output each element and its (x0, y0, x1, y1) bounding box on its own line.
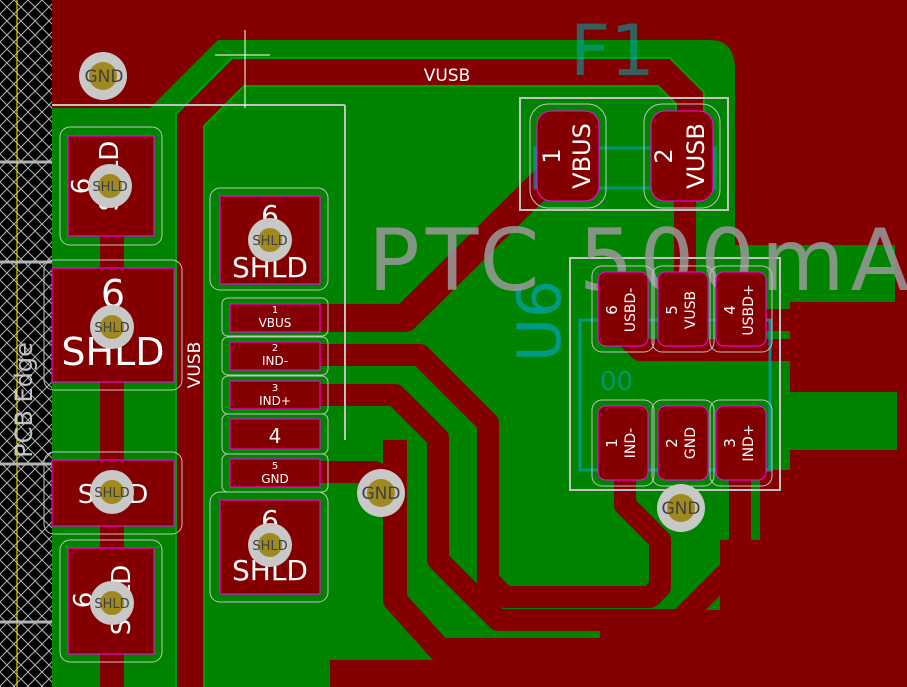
vusb-trace (175, 57, 705, 687)
via-label: GND (85, 67, 124, 87)
pad-number: 5 (272, 461, 278, 472)
u6-pad-1[interactable]: 1 IND- (591, 399, 655, 487)
u6-pad-5[interactable]: 5 VUSB (651, 265, 715, 353)
pad-net-name: VBUS (568, 123, 596, 189)
usb-signal-pad[interactable]: 5 GND (221, 453, 329, 493)
pad-net-name: GND (683, 427, 699, 459)
pad-number: 5 (663, 305, 681, 315)
pad-net-name: IND+ (741, 424, 757, 461)
pad-net-name: VBUS (259, 316, 292, 330)
u6-pad-3[interactable]: 3 IND+ (709, 399, 773, 487)
f1-fab-outline (533, 146, 717, 190)
pad-net-name: USBD+ (741, 284, 757, 335)
shield-drill-hole: SHLD (90, 581, 134, 625)
pad-net-name: IND- (262, 354, 288, 368)
u6-pad-6[interactable]: 6 USBD- (591, 265, 655, 353)
pad-number: 4 (269, 424, 282, 448)
svg-text:SHLD: SHLD (92, 180, 127, 195)
pad-net-name: USBD- (623, 288, 639, 333)
u6-pad-4[interactable]: 4 USBD+ (709, 265, 773, 353)
gnd-via[interactable]: GND (657, 484, 705, 532)
pad-number: 4 (721, 305, 739, 315)
pad-net-name: IND+ (259, 394, 291, 408)
pad-number: 1 (603, 438, 621, 448)
ind-minus-trace (320, 344, 671, 608)
pcb-edge-label: PCB Edge (10, 342, 38, 458)
pad-net-name: VUSB (683, 291, 699, 329)
svg-text:SHLD: SHLD (94, 597, 129, 612)
shield-pad[interactable]: 6 SHLD (209, 187, 329, 291)
u6-pad-2[interactable]: 2 GND (651, 399, 715, 487)
pad-number: 2 (663, 438, 681, 448)
fab-misc-text: 00 (600, 367, 633, 397)
vusb-net-label-top: VUSB (424, 66, 471, 86)
pad-net-name: IND- (623, 428, 639, 458)
shield-drill-hole: SHLD (90, 470, 134, 514)
shield-drill-hole: SHLD (90, 305, 134, 349)
via-label: GND (362, 484, 401, 504)
usb-signal-pad[interactable]: 4 (221, 413, 329, 455)
via-label: GND (662, 499, 701, 519)
usb-signal-pad[interactable]: 3 IND+ (221, 375, 329, 415)
pad-number: 1 (272, 305, 278, 316)
gnd-via[interactable]: GND (79, 52, 127, 100)
shield-drill-hole: SHLD (248, 218, 292, 262)
f1-fab-ref: F1 (570, 10, 655, 92)
f1-silk-outline (519, 97, 729, 211)
vbus-trace (320, 155, 570, 332)
pad-number: 6 (603, 305, 621, 315)
svg-text:SHLD: SHLD (94, 486, 129, 501)
pad-number: 2 (650, 148, 678, 163)
svg-text:SHLD: SHLD (94, 321, 129, 336)
svg-text:SHLD: SHLD (252, 539, 287, 554)
pad-number: 3 (721, 438, 739, 448)
vusb-net-label-left: VUSB (185, 342, 205, 389)
pad-number: 1 (538, 148, 566, 163)
pad-net-name: VUSB (682, 123, 710, 189)
f1-pad-1[interactable]: 1 VBUS (529, 103, 607, 209)
ind-plus-trace (320, 384, 751, 631)
usb-signal-pad[interactable]: 1 VBUS (221, 297, 329, 337)
usb-signal-pad[interactable]: 2 IND- (221, 336, 329, 376)
pad-number: 2 (272, 343, 278, 354)
shield-drill-hole: SHLD (248, 523, 292, 567)
f1-pad-2[interactable]: 2 VUSB (643, 103, 721, 209)
pad-number: 3 (272, 383, 278, 394)
board-edge-hatch (0, 0, 52, 687)
svg-text:SHLD: SHLD (252, 234, 287, 249)
pad-net-name: GND (261, 472, 289, 486)
u6-fab-text: U6 (505, 280, 575, 362)
shield-drill-hole: SHLD (88, 164, 132, 208)
gnd-via[interactable]: GND (357, 469, 405, 517)
